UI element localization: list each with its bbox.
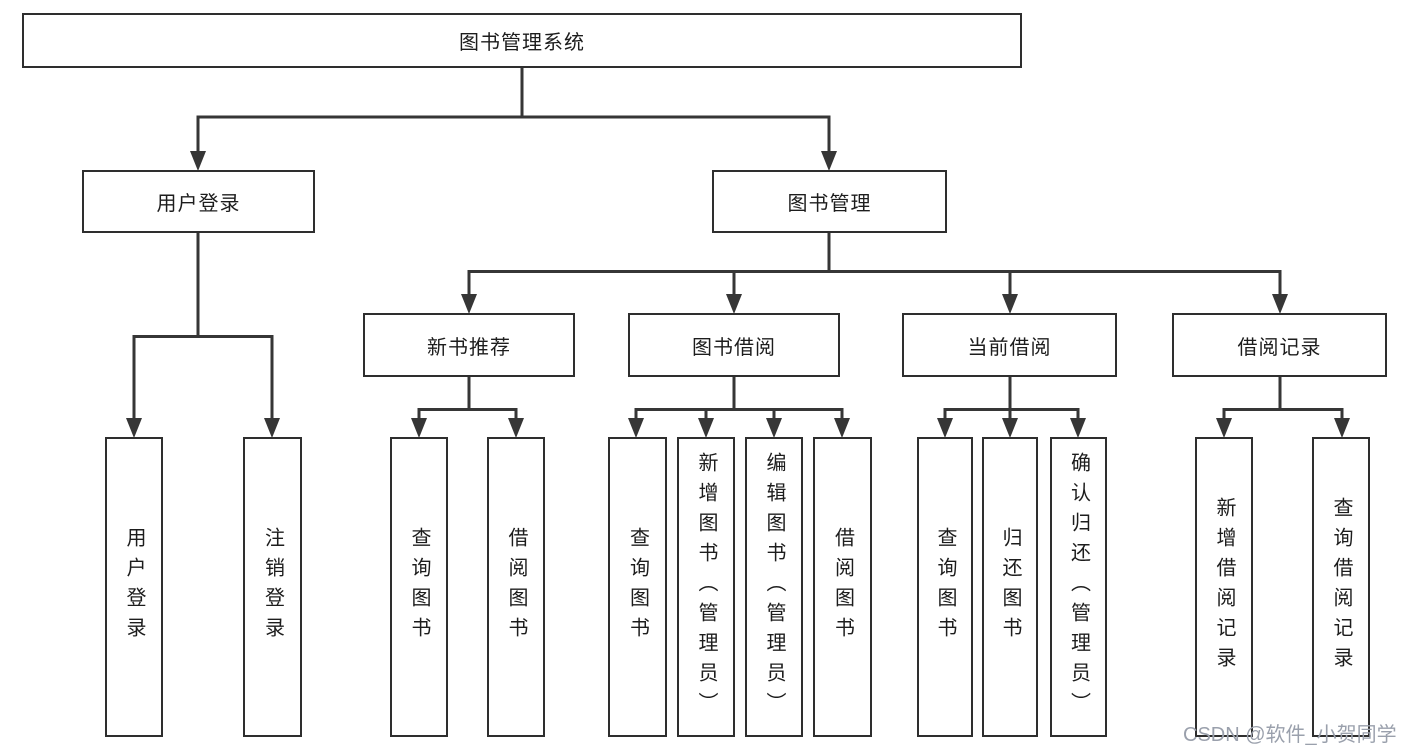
node-add-book-admin: 新增图书（管理员） (677, 437, 735, 737)
node-book-borrow-label: 图书借阅 (692, 336, 776, 359)
node-return-book-label: 归还图书 (999, 527, 1021, 647)
connector-arrowheads (126, 151, 1350, 438)
node-root-label: 图书管理系统 (459, 32, 585, 54)
node-new-book-recommend-label: 新书推荐 (427, 336, 511, 359)
node-book-management-label: 图书管理 (787, 193, 872, 215)
watermark: CSDN @软件_小贺同学 (1183, 724, 1397, 746)
node-add-borrow-record: 新增借阅记录 (1195, 437, 1253, 737)
node-user-login-label: 用户登录 (156, 193, 241, 215)
node-user-login-leaf: 用户登录 (105, 437, 163, 737)
node-add-book-admin-label: 新增图书（管理员） (695, 452, 717, 722)
node-edit-book-admin: 编辑图书（管理员） (745, 437, 803, 737)
node-borrow-book: 借阅图书 (813, 437, 872, 737)
node-borrow-book: 借阅图书 (487, 437, 545, 737)
connector-lines (132, 68, 1344, 423)
node-query-borrow-record-label: 查询借阅记录 (1330, 497, 1352, 677)
node-query-book-label: 查询图书 (626, 527, 649, 647)
node-borrow-records: 借阅记录 (1172, 313, 1387, 377)
node-current-borrow: 当前借阅 (902, 313, 1117, 377)
node-user-login-leaf-label: 用户登录 (123, 527, 145, 647)
node-current-borrow-label: 当前借阅 (967, 336, 1052, 359)
node-query-book: 查询图书 (917, 437, 973, 737)
node-root: 图书管理系统 (22, 13, 1022, 68)
node-add-borrow-record-label: 新增借阅记录 (1213, 497, 1235, 677)
node-query-book: 查询图书 (608, 437, 667, 737)
node-confirm-return-admin: 确认归还（管理员） (1050, 437, 1107, 737)
node-logout: 注销登录 (243, 437, 302, 737)
node-book-borrow: 图书借阅 (628, 313, 840, 377)
node-borrow-book-label: 借阅图书 (831, 527, 854, 647)
node-borrow-book-label: 借阅图书 (505, 527, 527, 647)
node-borrow-records-label: 借阅记录 (1237, 336, 1322, 359)
node-query-book-label: 查询图书 (934, 527, 956, 647)
node-logout-label: 注销登录 (261, 527, 284, 647)
node-return-book: 归还图书 (982, 437, 1038, 737)
node-new-book-recommend: 新书推荐 (363, 313, 575, 377)
node-user-login: 用户登录 (82, 170, 315, 233)
node-query-borrow-record: 查询借阅记录 (1312, 437, 1370, 737)
node-query-book-label: 查询图书 (408, 527, 430, 647)
node-query-book: 查询图书 (390, 437, 448, 737)
node-confirm-return-admin-label: 确认归还（管理员） (1067, 452, 1090, 722)
node-edit-book-admin-label: 编辑图书（管理员） (763, 452, 785, 722)
node-book-management: 图书管理 (712, 170, 947, 233)
